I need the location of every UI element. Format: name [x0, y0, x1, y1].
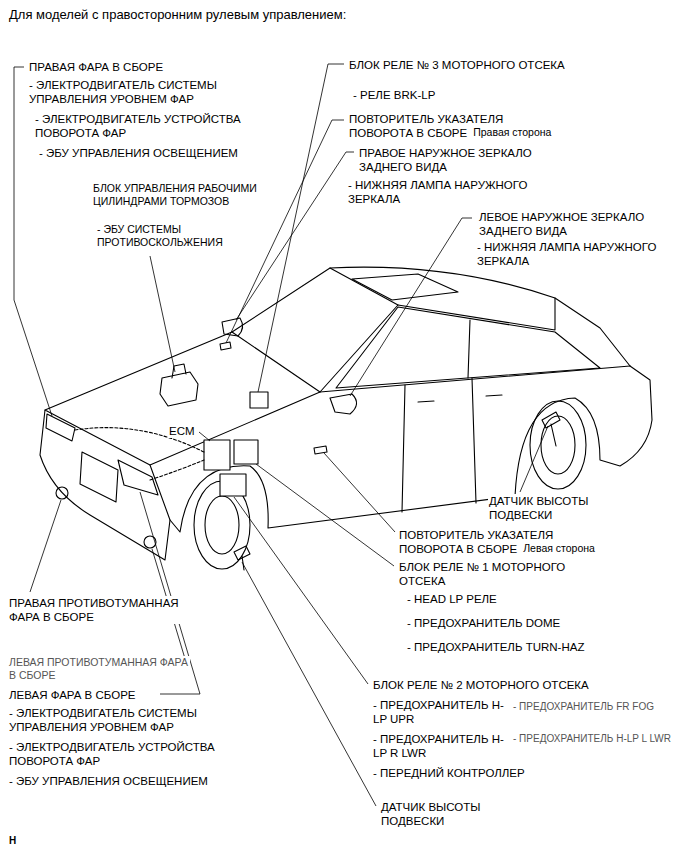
leader-line — [242, 562, 376, 806]
part-label: - ПЕРЕДНИЙ КОНТРОЛЛЕР — [372, 766, 526, 780]
part-label: - НИЖНЯЯ ЛАМПА НАРУЖНОГО ЗЕРКАЛА — [347, 178, 529, 206]
car-wheel — [205, 496, 239, 554]
part-label: БЛОК РЕЛЕ № 1 МОТОРНОГО ОТСЕКА — [398, 560, 600, 588]
part-label: - НИЖНЯЯ ЛАМПА НАРУЖНОГО ЗЕРКАЛА — [476, 240, 668, 268]
page-heading: Для моделей с правосторонним рулевым упр… — [8, 8, 347, 22]
car-wheel — [541, 416, 575, 474]
part-label: ЛЕВАЯ ФАРА В СБОРЕ — [8, 688, 136, 702]
car-fog-lamp — [56, 487, 68, 499]
part-label: - ЭБУ СИСТЕМЫ ПРОТИВОСКОЛЬЖЕНИЯ — [96, 223, 258, 249]
part-label: ЛЕВОЕ НАРУЖНОЕ ЗЕРКАЛО ЗАДНЕГО ВИДА — [478, 210, 680, 238]
turn-repeater — [314, 446, 327, 454]
relay-block — [234, 440, 258, 464]
car-sunroof — [352, 274, 458, 300]
part-label: - ЭЛЕКТРОДВИГАТЕЛЬ СИСТЕМЫ УПРАВЛЕНИЯ УР… — [8, 706, 260, 734]
part-label: ПРАВОЕ НАРУЖНОЕ ЗЕРКАЛО ЗАДНЕГО ВИДА — [358, 146, 580, 174]
car-roof-near — [398, 298, 555, 330]
part-label: ECM — [168, 424, 196, 438]
turn-repeater — [220, 342, 231, 350]
leader-line — [256, 464, 394, 566]
part-label: - ПРЕДОХРАНИТЕЛЬ H-LP L LWR — [512, 732, 674, 745]
car-mirror — [222, 318, 243, 336]
part-label: - ПРЕДОХРАНИТЕЛЬ H-LP R LWR — [372, 732, 509, 760]
leader-line — [350, 218, 472, 396]
part-label: - ЭЛЕКТРОДВИГАТЕЛЬ УСТРОЙСТВА ПОВОРОТА Ф… — [34, 112, 286, 140]
part-label: ПРАВАЯ ФАРА В СБОРЕ — [28, 60, 164, 74]
leader-line — [199, 432, 210, 441]
relay-block — [220, 474, 246, 496]
part-label: Правая сторона — [472, 125, 552, 139]
height-sensor — [542, 412, 560, 446]
car-door-handle — [418, 395, 502, 402]
car-side — [170, 366, 652, 532]
height-sensor — [234, 546, 250, 570]
part-label: - ЭБУ УПРАВЛЕНИЯ ОСВЕЩЕНИЕМ — [8, 774, 209, 788]
part-label: - ПРЕДОХРАНИТЕЛЬ DOME — [406, 616, 561, 630]
part-label: - РЕЛЕ BRK-LP — [352, 88, 436, 102]
car-hood — [45, 332, 320, 465]
car-windshield — [232, 268, 398, 392]
part-label: ДАТЧИК ВЫСОТЫ ПОДВЕСКИ — [488, 494, 610, 522]
car-wheel — [530, 401, 586, 489]
part-label: Левая сторона — [522, 541, 596, 555]
car-grille — [80, 452, 118, 502]
part-label: БЛОК РЕЛЕ № 3 МОТОРНОГО ОТСЕКА — [348, 58, 566, 72]
leader-line — [30, 500, 61, 592]
leader-line — [150, 256, 175, 372]
leader-line — [234, 497, 368, 684]
leader-line — [324, 453, 395, 532]
part-label: ПРАВАЯ ПРОТИВОТУМАННАЯ ФАРА В СБОРЕ — [8, 596, 190, 624]
part-label: - ПРЕДОХРАНИТЕЛЬ H-LP UPR — [372, 698, 509, 726]
car-headlight — [118, 460, 158, 495]
car-roof — [330, 267, 630, 366]
part-label: ЛЕВАЯ ПРОТИВОТУМАННАЯ ФАРА В СБОРЕ — [8, 656, 190, 682]
car-mirror — [330, 394, 357, 414]
part-label: - ЭЛЕКТРОДВИГАТЕЛЬ УСТРОЙСТВА ПОВОРОТА Ф… — [8, 740, 260, 768]
figure-code: H — [8, 834, 17, 848]
car-fog-lamp — [144, 536, 156, 548]
car-door-line — [402, 378, 476, 512]
ecm-box — [204, 440, 230, 470]
brake-actuator — [160, 364, 198, 406]
part-label: - ЭЛЕКТРОДВИГАТЕЛЬ СИСТЕМЫ УПРАВЛЕНИЯ УР… — [28, 78, 280, 106]
part-label: ДАТЧИК ВЫСОТЫ ПОДВЕСКИ — [380, 800, 502, 828]
relay-block — [250, 392, 268, 408]
car-pillar — [468, 320, 470, 378]
part-label: БЛОК УПРАВЛЕНИЯ РАБОЧИМИ ЦИЛИНДРАМИ ТОРМ… — [92, 182, 259, 208]
leader-line — [520, 426, 548, 492]
part-label: - ЭБУ УПРАВЛЕНИЯ ОСВЕЩЕНИЕМ — [38, 146, 239, 160]
car-windows — [336, 307, 600, 388]
part-label: - ПРЕДОХРАНИТЕЛЬ FR FOG — [512, 700, 655, 714]
part-label: - HEAD LP РЕЛЕ — [406, 592, 498, 606]
part-label: БЛОК РЕЛЕ № 2 МОТОРНОГО ОТСЕКА — [372, 678, 590, 692]
part-label: - ПРЕДОХРАНИТЕЛЬ TURN-HAZ — [406, 640, 585, 654]
car-headlight — [46, 414, 75, 441]
